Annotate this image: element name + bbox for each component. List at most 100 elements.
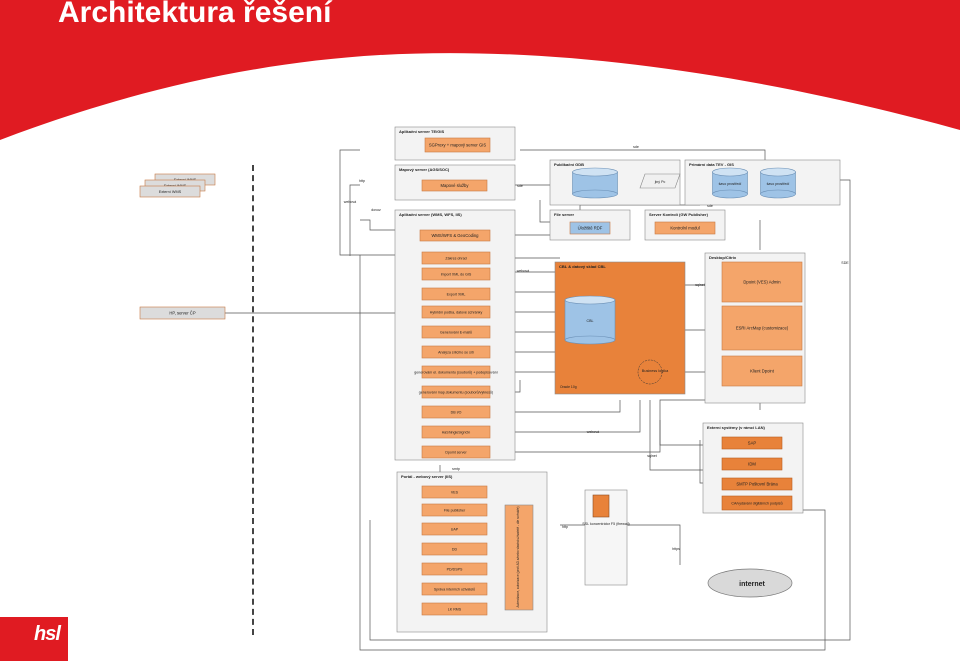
box-esri-arcmap-label: ESRI ArcMap (customizace) bbox=[736, 326, 789, 331]
group-file-server-title: File server bbox=[554, 212, 574, 217]
box-db-io-label: DB I/O bbox=[451, 411, 462, 415]
box-map-services-label: Mapové služby bbox=[441, 183, 470, 188]
box-network-analysis-label: Analýza sílícího se sítí bbox=[438, 351, 474, 355]
company-logo: hsl bbox=[0, 617, 68, 661]
box-external-wms-3 bbox=[139, 185, 201, 198]
connection-label: sqlnet bbox=[695, 283, 705, 287]
box-dd bbox=[421, 542, 488, 556]
box-wms-wfs bbox=[419, 229, 491, 242]
separator-dashed-line bbox=[252, 165, 254, 635]
box-hybrid-mail bbox=[421, 305, 491, 319]
connector-line bbox=[627, 524, 681, 565]
box-lk-rms-label: LK RMS bbox=[448, 608, 462, 612]
firewall-icon bbox=[592, 494, 610, 518]
box-email-gen-label: Generování E-mailů bbox=[440, 331, 472, 335]
box-map-doc-generation-label: generování map.dokumentu (souborů/výkres… bbox=[419, 391, 494, 395]
box-hp-server-label: HP, server ČP bbox=[169, 311, 195, 316]
cylinder-primary-2 bbox=[760, 167, 796, 199]
box-authentication-label: Autentizace, autorizace (proti AD a/nebo… bbox=[516, 507, 520, 608]
connection-label: sde bbox=[707, 204, 713, 208]
red-header-wave bbox=[0, 0, 960, 140]
connection-label: webová bbox=[344, 200, 356, 204]
box-dpoint-client bbox=[721, 355, 803, 387]
connector-line bbox=[349, 184, 360, 256]
group-map-server-title: Mapový server (AGS/SOC) bbox=[399, 167, 450, 172]
connection-label: sde bbox=[517, 184, 523, 188]
box-control-module bbox=[654, 221, 716, 235]
box-dpoint-client-label: Klient Dpoint bbox=[750, 369, 775, 374]
box-sgproxy bbox=[424, 137, 491, 153]
box-hp-server bbox=[139, 306, 226, 320]
box-import-xml-label: Import XML do GIS bbox=[441, 273, 472, 277]
group-desktop-citrix-title: Desktop/Citrix bbox=[709, 255, 737, 260]
group-primary-data-title: Primární data TEV - GIS bbox=[689, 162, 734, 167]
slide-title: Architektura řešení bbox=[58, 0, 332, 29]
box-internal-users bbox=[421, 582, 488, 596]
box-ca-sign-label: CA/vydávání digitálních podpisů bbox=[731, 502, 782, 506]
box-esri-arcmap bbox=[721, 305, 803, 351]
box-dd-label: DD bbox=[452, 548, 458, 552]
box-dpoint-admin bbox=[721, 261, 803, 303]
box-ssl-label: SSL koncentrátor F5 (firewall) bbox=[582, 522, 629, 526]
logo-text: hsl bbox=[34, 623, 61, 645]
business-logic-cycle bbox=[637, 359, 663, 385]
box-sap-label: SAP bbox=[748, 441, 757, 446]
cylinder-cbl-label: CBL bbox=[587, 319, 594, 323]
cylinder-primary-2-label: šavo prostředí bbox=[767, 182, 790, 186]
group-portal-title: Portál - webový server (IIS) bbox=[401, 474, 453, 479]
box-export-xml bbox=[421, 287, 491, 301]
box-rdf-storage bbox=[569, 221, 611, 235]
box-network-analysis bbox=[421, 345, 491, 359]
box-dpoint-admin-label: Dpoint (VES) Admin bbox=[743, 280, 781, 285]
box-rdf-storage-label: Úložiště RDF bbox=[578, 226, 603, 231]
box-map-services bbox=[421, 179, 488, 192]
connector-line bbox=[339, 149, 425, 256]
connection-label: http bbox=[359, 179, 365, 183]
box-uap-label: UAP bbox=[451, 528, 459, 532]
box-import-xml bbox=[421, 267, 491, 281]
connector-line bbox=[470, 399, 761, 453]
box-smtp-label: SMTP Poštovní Brána bbox=[736, 482, 778, 487]
box-sap bbox=[721, 436, 783, 450]
box-file-publisher-label: File publisher bbox=[444, 509, 466, 513]
box-ca-sign bbox=[721, 495, 793, 511]
parallelogram-label: jiný Pc bbox=[654, 180, 666, 184]
box-wms-wfs-label: WMS/WFS & GeoCoding bbox=[431, 233, 479, 238]
connection-label: https bbox=[672, 547, 680, 551]
box-file-publisher bbox=[421, 503, 488, 517]
data-parallelogram bbox=[639, 173, 681, 189]
internet-cloud bbox=[707, 568, 793, 598]
box-ves bbox=[421, 485, 488, 499]
group-external-systems-title: Externí systémy (v rámci LAN) bbox=[707, 425, 765, 430]
box-ves-label: VES bbox=[451, 491, 459, 495]
cylinder-primary-1 bbox=[712, 167, 748, 199]
internet-label: internet bbox=[739, 581, 765, 588]
cylinder-primary-1-label: šavo prostředí bbox=[719, 182, 742, 186]
box-enclosure bbox=[421, 251, 491, 265]
connector-line bbox=[369, 179, 851, 641]
connection-label: dovoz bbox=[371, 208, 381, 212]
box-external-wms-3-label: Externí WMS bbox=[159, 190, 182, 194]
box-db-io bbox=[421, 405, 491, 419]
connection-label: sde bbox=[633, 145, 639, 149]
connection-label: smtp bbox=[452, 467, 460, 471]
cylinder-cbl bbox=[564, 295, 616, 345]
box-internal-users-label: Správa interních uživatelů bbox=[434, 588, 475, 592]
connector-line bbox=[470, 400, 641, 433]
box-pd-dsps-label: PD/DSPS bbox=[447, 568, 463, 572]
box-doc-generation-label: generování el. dokumentu (souborů) + pod… bbox=[414, 371, 497, 375]
business-logic-label: Business logika bbox=[642, 369, 669, 373]
box-lk-rms bbox=[421, 602, 488, 616]
group-control-server-title: Server Kontrolí (GW Publisher) bbox=[649, 212, 709, 217]
box-doc-generation bbox=[421, 365, 491, 379]
connection-label: webová bbox=[587, 430, 599, 434]
box-sso bbox=[421, 425, 491, 439]
box-sso-label: HaShingleSignOn bbox=[442, 431, 471, 435]
connection-label: http bbox=[562, 525, 568, 529]
group-app-server-te-gis-title: Aplikační server TE/GIS bbox=[399, 129, 444, 134]
box-idm bbox=[721, 457, 783, 471]
box-email-gen bbox=[421, 325, 491, 339]
connection-label: webová bbox=[517, 269, 529, 273]
box-smtp bbox=[721, 477, 793, 491]
connection-label: sqlnet bbox=[647, 454, 657, 458]
